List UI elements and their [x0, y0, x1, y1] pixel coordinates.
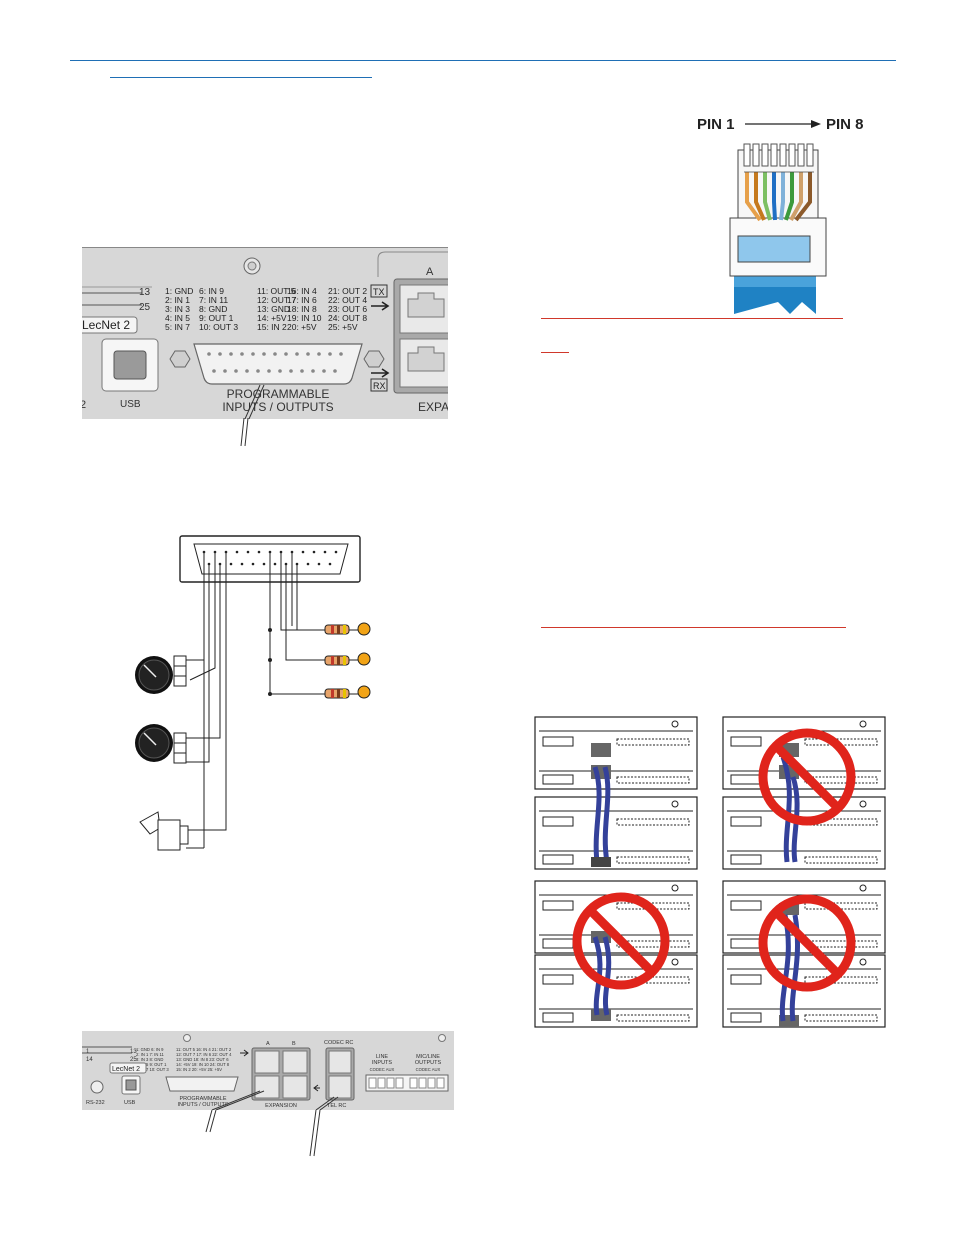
- svg-text:A: A: [266, 1041, 270, 1047]
- pin-8-label: PIN 8: [826, 116, 864, 133]
- svg-text:CODEC RC: CODEC RC: [324, 1040, 353, 1046]
- svg-text:22: OUT 4: 22: OUT 4: [328, 295, 367, 305]
- svg-text:12: OUT 7 17: IN 6 22: OUT 4: 12: OUT 7 17: IN 6 22: OUT 4: [176, 1052, 232, 1057]
- prog-io-label-1: PROGRAMMABLE: [227, 387, 330, 401]
- svg-text:13: GND: 13: GND: [257, 304, 290, 314]
- small-panel-leader-lines: [205, 1110, 321, 1157]
- svg-text:6: IN 9: 6: IN 9: [199, 286, 224, 296]
- diagram-correct-chain: [534, 716, 698, 870]
- section-heading-rule: [110, 77, 372, 78]
- svg-text:3: IN 3 8: GND: 3: IN 3 8: GND: [136, 1057, 163, 1062]
- caption-rule-1: [541, 318, 843, 319]
- svg-text:18: IN 8: 18: IN 8: [287, 304, 317, 314]
- svg-text:5: IN 7 10: OUT 3: 5: IN 7 10: OUT 3: [136, 1067, 169, 1072]
- svg-text:1: 1: [86, 1049, 90, 1055]
- usb-label: USB: [120, 399, 141, 410]
- svg-text:INPUTS / OUTPUTS: INPUTS / OUTPUTS: [177, 1102, 228, 1108]
- svg-text:7: IN 11: 7: IN 11: [199, 295, 228, 305]
- svg-text:2: IN 1 7: IN 11: 2: IN 1 7: IN 11: [136, 1052, 165, 1057]
- svg-text:14: +5V: 14: +5V: [257, 313, 287, 323]
- diagram-incorrect-chain-1: [722, 716, 886, 870]
- svg-text:RX: RX: [373, 381, 386, 391]
- svg-text:TEL RC: TEL RC: [327, 1103, 346, 1109]
- back-panel-closeup: 13 25 LecNet 2 USB 2 1: GND 2: IN 1 3: I…: [82, 247, 448, 419]
- svg-text:2: 2: [82, 399, 86, 411]
- svg-text:5: IN 7: 5: IN 7: [165, 322, 190, 332]
- pin-1-label: PIN 1: [697, 116, 735, 133]
- small-back-panel: 1 13 14 25 1: GND 6: IN 92: IN 1 7: IN 1…: [82, 1031, 454, 1110]
- svg-text:4: IN 5: 4: IN 5: [165, 313, 190, 323]
- panel-number-13: 13: [139, 287, 151, 298]
- svg-text:12: OUT 7: 12: OUT 7: [257, 295, 296, 305]
- svg-text:A: A: [426, 266, 434, 278]
- leader-line: [240, 418, 249, 447]
- svg-text:23: OUT 6: 23: OUT 6: [328, 304, 367, 314]
- pin-direction-arrow: [745, 120, 821, 128]
- svg-text:MIC/LINE: MIC/LINE: [416, 1054, 440, 1060]
- svg-text:OUTPUTS: OUTPUTS: [415, 1060, 442, 1066]
- wiring-schematic: [135, 535, 371, 851]
- svg-text:PROGRAMMABLE: PROGRAMMABLE: [179, 1096, 226, 1102]
- svg-text:RS-232: RS-232: [86, 1100, 105, 1106]
- svg-text:24: OUT 8: 24: OUT 8: [328, 313, 367, 323]
- caption-rule-1b: [541, 352, 569, 353]
- svg-text:17: IN 6: 17: IN 6: [287, 295, 317, 305]
- svg-text:9: OUT 1: 9: OUT 1: [199, 313, 234, 323]
- svg-text:16: IN 4: 16: IN 4: [287, 286, 317, 296]
- svg-text:2: IN 1: 2: IN 1: [165, 295, 190, 305]
- svg-text:CODEC AUX: CODEC AUX: [370, 1067, 395, 1072]
- svg-text:14: +5V 19: IN 10 24: OUT 8: 14: +5V 19: IN 10 24: OUT 8: [176, 1062, 230, 1067]
- panel-number-25: 25: [139, 302, 151, 313]
- svg-text:LecNet 2: LecNet 2: [112, 1066, 140, 1073]
- expansion-chaining-diagrams: [534, 716, 886, 1028]
- diagram-incorrect-chain-2: [534, 880, 698, 1028]
- svg-text:13: 13: [130, 1049, 137, 1055]
- svg-text:TX: TX: [373, 287, 385, 297]
- svg-text:15: IN 2: 15: IN 2: [257, 322, 287, 332]
- svg-text:25: +5V: 25: +5V: [328, 322, 358, 332]
- svg-text:14: 14: [86, 1057, 93, 1063]
- svg-text:CODEC AUX: CODEC AUX: [416, 1067, 441, 1072]
- caption-rule-2: [541, 627, 846, 628]
- svg-text:19: IN 10: 19: IN 10: [287, 313, 322, 323]
- svg-text:10: OUT 3: 10: OUT 3: [199, 322, 238, 332]
- svg-text:11: OUT 5 16: IN 4 21: OUT 2: 11: OUT 5 16: IN 4 21: OUT 2: [176, 1047, 232, 1052]
- svg-text:EXPANSION: EXPANSION: [265, 1103, 297, 1109]
- diagram-incorrect-chain-3: [722, 880, 886, 1028]
- rj45-plug: [729, 143, 827, 314]
- db25-connector: [193, 343, 363, 385]
- svg-text:1: GND 6: IN 9: 1: GND 6: IN 9: [136, 1047, 164, 1052]
- header-rule: [70, 60, 896, 61]
- svg-text:LINE: LINE: [376, 1054, 389, 1060]
- svg-text:USB: USB: [124, 1100, 136, 1106]
- svg-text:3: IN 3: 3: IN 3: [165, 304, 190, 314]
- svg-text:21: OUT 2: 21: OUT 2: [328, 286, 367, 296]
- lecnet-label: LecNet 2: [82, 318, 130, 332]
- svg-text:13: GND 18: IN 8 23: OUT 6: 13: GND 18: IN 8 23: OUT 6: [176, 1057, 229, 1062]
- svg-text:25: 25: [130, 1057, 137, 1063]
- svg-text:INPUTS: INPUTS: [372, 1060, 393, 1066]
- svg-text:15: IN 2 20: +5V 25: +5V: 15: IN 2 20: +5V 25: +5V: [176, 1067, 222, 1072]
- svg-text:8: GND: 8: GND: [199, 304, 227, 314]
- expansion-label-partial: EXPA: [418, 400, 448, 414]
- svg-text:20: +5V: 20: +5V: [287, 322, 317, 332]
- prog-io-label-2: INPUTS / OUTPUTS: [222, 400, 333, 414]
- svg-text:11: OUT 5: 11: OUT 5: [257, 286, 296, 296]
- svg-text:1: GND: 1: GND: [165, 286, 193, 296]
- svg-text:4: IN 5 9: OUT 1: 4: IN 5 9: OUT 1: [136, 1062, 167, 1067]
- svg-text:B: B: [292, 1041, 296, 1047]
